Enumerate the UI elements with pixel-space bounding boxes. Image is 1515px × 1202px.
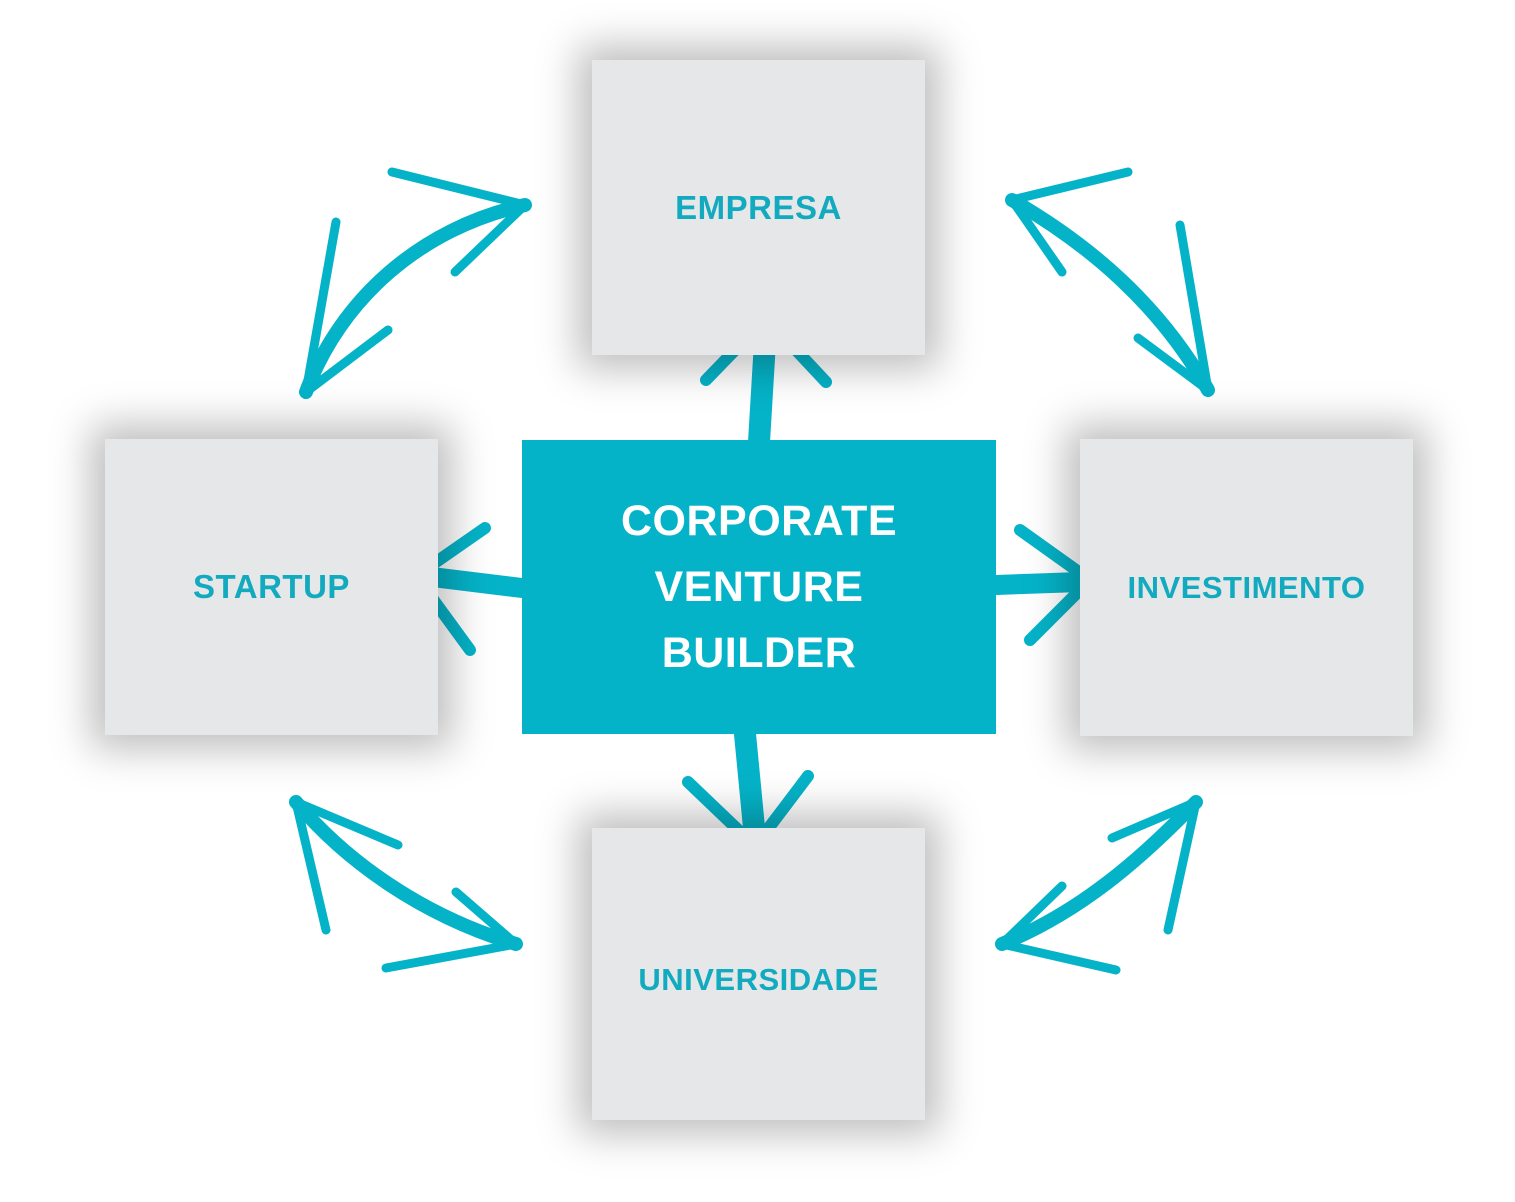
arrow-center-to-investimento — [986, 524, 1096, 646]
center-title-line-2: VENTURE — [654, 563, 864, 611]
node-startup: STARTUP — [105, 439, 438, 735]
node-investimento-label: INVESTIMENTO — [1127, 569, 1366, 605]
node-universidade: UNIVERSIDADE — [592, 828, 925, 1120]
node-investimento: INVESTIMENTO — [1080, 439, 1413, 736]
arrow-startup-universidade — [289, 795, 523, 973]
arrow-startup-empresa — [299, 167, 532, 399]
arrow-empresa-investimento — [1005, 167, 1215, 397]
node-empresa: EMPRESA — [592, 60, 925, 355]
center-title-line-3: BUILDER — [661, 629, 857, 677]
center-title-line-1: CORPORATE — [620, 497, 898, 545]
center-title: CORPORATE VENTURE BUILDER — [621, 488, 897, 686]
node-empresa-label: EMPRESA — [675, 188, 842, 226]
node-corporate-venture-builder: CORPORATE VENTURE BUILDER — [522, 440, 996, 734]
arrow-investimento-universidade — [995, 795, 1203, 975]
node-startup-label: STARTUP — [193, 568, 350, 605]
node-universidade-label: UNIVERSIDADE — [638, 962, 879, 997]
